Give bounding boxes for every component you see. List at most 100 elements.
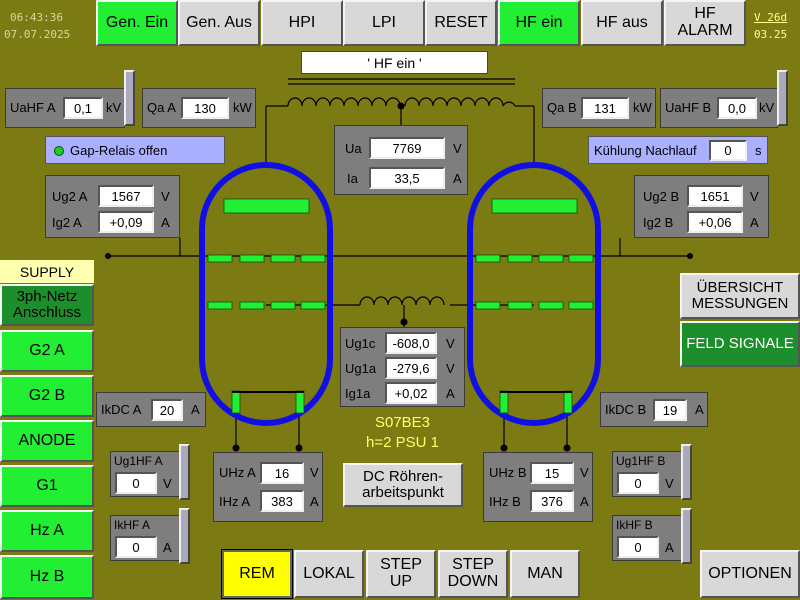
ig2-b-label: Ig2 B [643, 215, 674, 230]
tube-b-outline [467, 162, 601, 426]
gap-relais-indicator: Gap-Relais offen [45, 136, 225, 164]
man-button[interactable]: MAN [510, 550, 580, 598]
supply-g2b-button[interactable]: G2 B [0, 375, 94, 417]
qa-a-unit: kW [233, 100, 252, 115]
uahf-a-unit: kV [106, 100, 122, 115]
ig1a-unit: A [446, 386, 455, 401]
tube-id-line2: h=2 PSU 1 [366, 434, 439, 451]
feld-signale-button[interactable]: FELD SIGNALE [680, 321, 800, 367]
gen-ein-button[interactable]: Gen. Ein [96, 0, 178, 46]
lpi-button[interactable]: LPI [343, 0, 425, 46]
grid-panel: Ug1c -608,0 V Ug1a -279,6 V Ig1a +0,02 A [340, 327, 465, 407]
ug1hf-a-slider[interactable] [179, 444, 190, 500]
kuehlung-unit: s [755, 143, 762, 158]
ug2-a-label: Ug2 A [52, 189, 88, 204]
reset-button[interactable]: RESET [425, 0, 497, 46]
ikhf-a-slider[interactable] [179, 508, 190, 564]
hf-alarm-button[interactable]: HF ALARM [664, 0, 746, 46]
ug1a-value: -279,6 [385, 357, 437, 379]
ug2-b-label: Ug2 B [643, 189, 680, 204]
ia-label: Ia [347, 171, 358, 186]
ig2-a-label: Ig2 A [52, 215, 82, 230]
ikhf-b-unit: A [665, 540, 674, 555]
uahf-a-value: 0,1 [63, 97, 103, 119]
ikhf-b-slider[interactable] [681, 508, 692, 564]
hpi-button[interactable]: HPI [261, 0, 343, 46]
ikhf-b-value: 0 [617, 536, 659, 558]
ikhf-a-panel: IkHF A 0 A [110, 515, 180, 561]
version-sub: 03.25 [754, 28, 788, 41]
ihz-a-label: IHz A [219, 494, 251, 509]
screen-b-panel: Ug2 B 1651 V Ig2 B +0,06 A [634, 175, 769, 238]
ug2-a-unit: V [161, 189, 170, 204]
ikhf-b-label: IkHF B [616, 518, 653, 532]
version-label: V 26d [754, 11, 788, 24]
ug2-a-value: 1567 [98, 185, 154, 207]
supply-netz-button[interactable]: 3ph-Netz Anschluss [0, 284, 94, 326]
hf-aus-button[interactable]: HF aus [581, 0, 663, 46]
uhz-b-value: 15 [530, 462, 574, 484]
ikdc-b-panel: IkDC B 19 A [600, 392, 708, 427]
uahf-b-slider[interactable] [777, 70, 788, 126]
ig1a-label: Ig1a [345, 386, 371, 401]
ug1hf-a-panel: Ug1HF A 0 V [110, 451, 180, 497]
uhz-b-label: UHz B [489, 465, 527, 480]
hf-ein-button[interactable]: HF ein [498, 0, 580, 46]
supply-hzb-button[interactable]: Hz B [0, 555, 94, 599]
rem-button[interactable]: REM [221, 549, 293, 599]
supply-hza-button[interactable]: Hz A [0, 510, 94, 552]
ig1a-value: +0,02 [385, 382, 437, 404]
optionen-button[interactable]: OPTIONEN [700, 550, 800, 598]
lokal-button[interactable]: LOKAL [294, 550, 364, 598]
qa-a-label: Qa A [147, 100, 176, 115]
ikdc-a-label: IkDC A [101, 402, 142, 417]
supply-g2a-button[interactable]: G2 A [0, 330, 94, 372]
ikdc-b-value: 19 [653, 399, 687, 421]
tube-b-anode [491, 198, 578, 214]
qa-b-label: Qa B [547, 100, 577, 115]
uebersicht-messungen-button[interactable]: ÜBERSICHT MESSUNGEN [680, 273, 800, 319]
status-display: ' HF ein ' [301, 51, 488, 74]
heater-a-panel: UHz A 16 V IHz A 383 A [213, 452, 323, 522]
tube-a-outline [199, 162, 333, 426]
uahf-b-unit: kV [759, 100, 775, 115]
kuehlung-label: Kühlung Nachlauf [594, 143, 697, 158]
uahf-b-panel: UaHF B 0,0 kV [660, 88, 778, 128]
ug1a-label: Ug1a [345, 361, 377, 376]
clock-date: 07.07.2025 [4, 28, 71, 41]
ikdc-a-panel: IkDC A 20 A [96, 392, 206, 427]
ihz-a-unit: A [310, 494, 319, 509]
kuehlung-value: 0 [709, 140, 747, 161]
ug2-b-unit: V [750, 189, 759, 204]
uahf-a-slider[interactable] [124, 70, 135, 126]
ikdc-a-unit: A [191, 402, 200, 417]
ug1c-label: Ug1c [345, 336, 376, 351]
ug1hf-a-unit: V [163, 476, 172, 491]
step-down-button[interactable]: STEP DOWN [438, 550, 508, 598]
clock-time: 06:43:36 [10, 11, 63, 24]
supply-g1-button[interactable]: G1 [0, 465, 94, 507]
step-up-button[interactable]: STEP UP [366, 550, 436, 598]
qa-b-value: 131 [581, 97, 629, 119]
ug1hf-b-panel: Ug1HF B 0 V [612, 451, 682, 497]
supply-anode-button[interactable]: ANODE [0, 420, 94, 462]
uahf-a-panel: UaHF A 0,1 kV [5, 88, 125, 128]
ig2-b-value: +0,06 [687, 211, 743, 233]
uhz-a-label: UHz A [219, 465, 256, 480]
gen-aus-button[interactable]: Gen. Aus [178, 0, 260, 46]
uahf-b-value: 0,0 [717, 97, 757, 119]
ikdc-b-unit: A [695, 402, 704, 417]
ug1c-unit: V [446, 336, 455, 351]
tube-a-anode [223, 198, 310, 214]
ia-value: 33,5 [369, 167, 445, 189]
ug2-b-value: 1651 [687, 185, 743, 207]
qa-b-unit: kW [633, 100, 652, 115]
ug1hf-b-slider[interactable] [681, 444, 692, 500]
ua-label: Ua [345, 141, 362, 156]
qa-a-panel: Qa A 130 kW [142, 88, 256, 128]
dc-roehren-button[interactable]: DC Röhren- arbeitspunkt [343, 463, 463, 507]
qa-a-value: 130 [181, 97, 229, 119]
ihz-b-value: 376 [530, 490, 574, 512]
supply-title: SUPPLY [0, 260, 94, 283]
